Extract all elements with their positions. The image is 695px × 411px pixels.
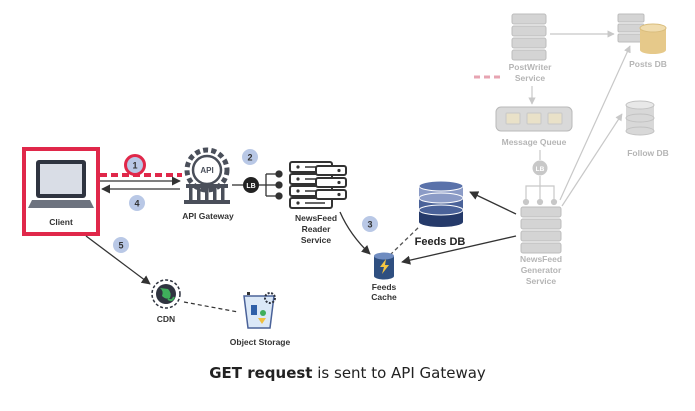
object-storage[interactable]: Object Storage (230, 292, 291, 347)
posts-db: Posts DB (617, 13, 667, 69)
posts-db-label: Posts DB (629, 59, 667, 69)
step-1-number: 1 (132, 161, 137, 171)
generator-label-3: Service (526, 276, 557, 286)
storage-bucket-icon (243, 292, 276, 329)
message-queue: Message Queue (495, 106, 573, 147)
step-2-badge: 2 (242, 149, 258, 165)
generator-to-db-arrows (559, 45, 631, 207)
database-icon (639, 23, 667, 54)
api-gateway[interactable]: API API Gateway (182, 147, 234, 221)
reader-label-3: Service (301, 235, 332, 245)
feeds-db-label: Feeds DB (415, 236, 466, 248)
feeds-db[interactable]: Feeds DB (415, 180, 466, 248)
client-to-cdn-arrow (85, 235, 151, 285)
generator-label-1: NewsFeed (520, 254, 562, 264)
faded-lb-fanout (522, 176, 558, 206)
client[interactable]: Client (28, 160, 94, 227)
generator-to-feedsdb-arrow (469, 191, 517, 215)
caption-rest: is sent to API Gateway (312, 364, 486, 382)
object-storage-label: Object Storage (230, 337, 291, 347)
caption-bold: GET request (209, 364, 313, 382)
lb-label: LB (246, 183, 255, 190)
follow-db: Follow DB (625, 100, 669, 158)
step-2-number: 2 (247, 153, 252, 163)
cache-database-icon (374, 252, 394, 280)
reader-label-1: NewsFeed (295, 213, 337, 223)
gear-icon (264, 292, 276, 304)
cdn-label: CDN (157, 314, 175, 324)
building-pillars-icon (184, 184, 230, 204)
postwriter-label-2: Service (515, 73, 546, 83)
postwriter-label-1: PostWriter (509, 62, 553, 72)
server-icon (511, 13, 547, 61)
follow-db-label: Follow DB (627, 148, 669, 158)
gear-icon: API (184, 147, 230, 193)
api-gateway-label: API Gateway (182, 211, 234, 221)
cdn[interactable]: CDN (151, 279, 181, 324)
step-4-number: 4 (134, 199, 139, 209)
generator-label-2: Generator (521, 265, 562, 275)
database-icon (625, 100, 655, 136)
newsfeed-reader-service[interactable]: NewsFeed Reader Service (289, 161, 347, 245)
step-4-badge: 4 (129, 195, 145, 211)
server-icon (520, 206, 562, 254)
cdn-storage-dashed-line (183, 301, 239, 313)
load-balancer[interactable]: LB (243, 177, 259, 193)
lb-faded-label: LB (536, 166, 545, 173)
client-highlight-box (22, 147, 100, 236)
feeds-cache-label-2: Cache (371, 292, 397, 302)
step-5-number: 5 (118, 241, 123, 251)
globe-icon (151, 279, 181, 309)
server-icon-secondary (315, 165, 347, 200)
laptop-icon (28, 160, 94, 208)
postwriter-service: PostWriter Service (509, 13, 553, 83)
reader-to-cache-arrow (339, 211, 371, 255)
lb-fanout (259, 170, 283, 200)
api-badge-text: API (200, 166, 213, 175)
step-1-badge: 1 (124, 154, 146, 176)
lightning-icon (380, 259, 389, 274)
caption: GET request is sent to API Gateway (0, 364, 695, 382)
generator-to-cache-arrow (401, 235, 517, 265)
lb-faded: LB (532, 160, 548, 176)
step-3-badge: 3 (362, 216, 378, 232)
feeds-cache-label-1: Feeds (372, 282, 397, 292)
newsfeed-generator-service: NewsFeed Generator Service (520, 206, 562, 286)
database-icon (418, 180, 464, 227)
step-5-badge: 5 (113, 237, 129, 253)
message-queue-label: Message Queue (502, 137, 567, 147)
reader-label-2: Reader (302, 224, 332, 234)
client-label: Client (49, 217, 73, 227)
step-3-number: 3 (367, 220, 372, 230)
feeds-cache[interactable]: Feeds Cache (371, 252, 397, 303)
